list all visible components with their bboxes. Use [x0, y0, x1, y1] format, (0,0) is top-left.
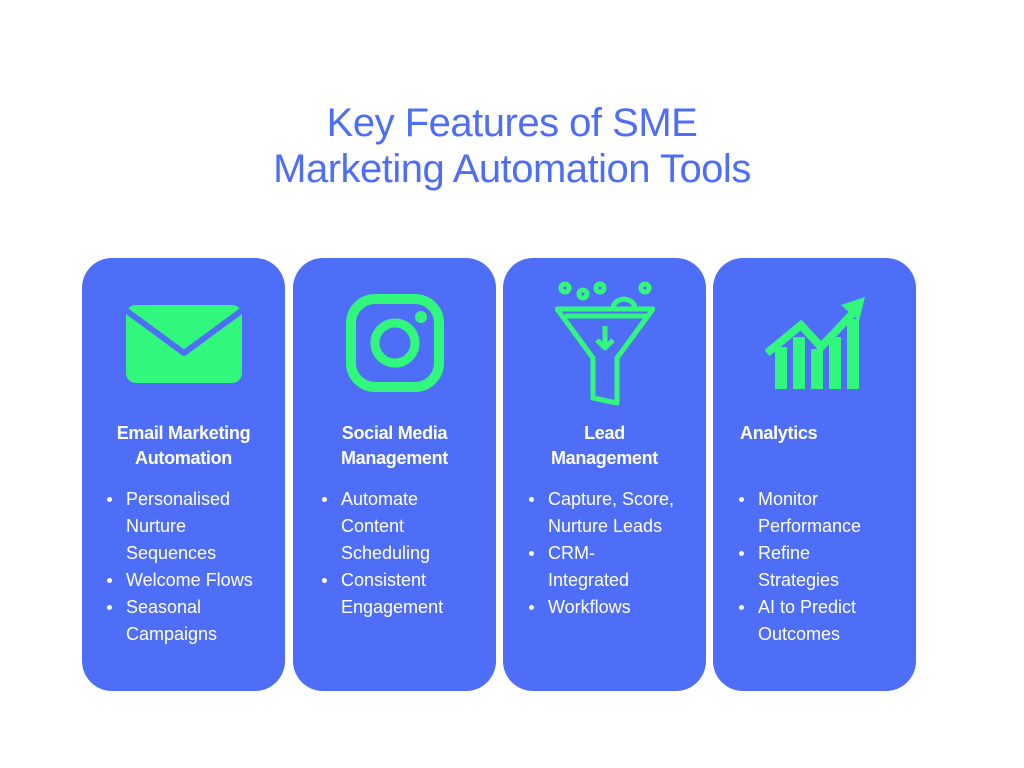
list-item: Consistent Engagement — [319, 567, 461, 621]
card-heading: Analytics — [740, 423, 818, 443]
list-item: Personalised Nurture Sequences — [104, 486, 256, 567]
page-title: Key Features of SME Marketing Automation… — [0, 100, 1024, 192]
list-item: Refine Strategies — [736, 540, 858, 594]
feature-list: Automate Content Scheduling Consistent E… — [319, 486, 490, 621]
list-item: Capture, Score, Nurture Leads — [526, 486, 688, 540]
list-item: Workflows — [526, 594, 700, 621]
title-line-1: Key Features of SME — [326, 101, 698, 145]
growth-chart-icon — [713, 278, 916, 408]
feature-list: Personalised Nurture Sequences Welcome F… — [104, 486, 279, 648]
title-line-2: Marketing Automation Tools — [273, 147, 751, 191]
card-analytics: Analytics Monitor Performance Refine Str… — [713, 258, 916, 691]
card-email-marketing: Email Marketing Automation Personalised … — [82, 258, 285, 691]
list-item: Monitor Performance — [736, 486, 888, 540]
card-heading: Lead Management — [550, 423, 659, 468]
list-item: AI to Predict Outcomes — [736, 594, 888, 648]
funnel-icon — [503, 276, 706, 406]
list-item: CRM-Integrated — [526, 540, 648, 594]
envelope-icon — [82, 278, 285, 408]
list-item: Welcome Flows — [104, 567, 279, 594]
feature-list: Monitor Performance Refine Strategies AI… — [736, 486, 910, 648]
card-lead-management: Lead Management Capture, Score, Nurture … — [503, 258, 706, 691]
feature-list: Capture, Score, Nurture Leads CRM-Integr… — [526, 486, 700, 621]
list-item: Seasonal Campaigns — [104, 594, 226, 648]
list-item: Automate Content Scheduling — [319, 486, 441, 567]
card-heading: Email Marketing Automation — [116, 423, 251, 468]
instagram-icon — [293, 278, 496, 408]
card-heading: Social Media Management — [340, 423, 449, 468]
card-social-media: Social Media Management Automate Content… — [293, 258, 496, 691]
